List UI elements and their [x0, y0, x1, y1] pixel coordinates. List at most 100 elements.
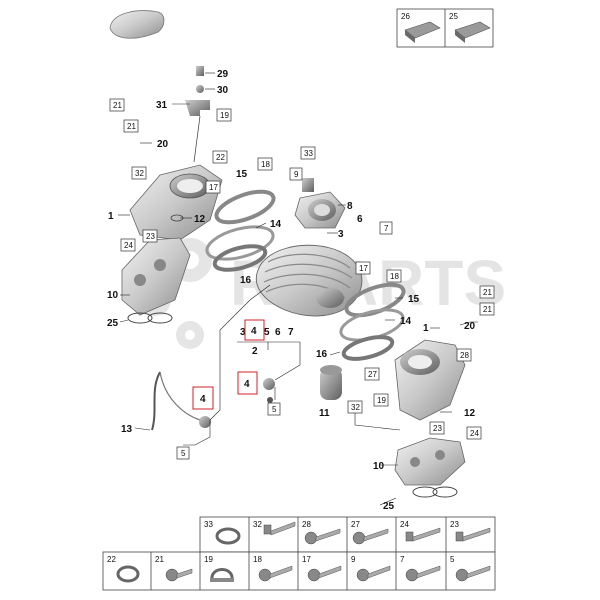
legend-label-21: 21 [155, 555, 164, 564]
flange-bolt-icon [307, 565, 342, 582]
highlighted-labels: 4 4 4 [192, 319, 265, 410]
callout-31: 31 [156, 100, 168, 111]
screw-icon [405, 565, 441, 582]
box-label-7: 7 [384, 224, 389, 233]
bolt-icon [455, 527, 491, 542]
lower-flange-left [121, 237, 191, 324]
box-label-19: 19 [220, 111, 229, 120]
clamp-rings-left [205, 189, 276, 272]
flange-bolt-icon [304, 528, 341, 545]
box-label-18: 18 [261, 160, 270, 169]
box-label-19: 19 [377, 396, 386, 405]
bolt-icon [405, 527, 441, 542]
torx-bolt-icon [455, 565, 491, 582]
callout-14: 14 [400, 316, 412, 327]
callout-30: 30 [217, 85, 229, 96]
callout-6: 6 [357, 214, 363, 225]
callouts: 29 30 31 20 1 12 15 14 16 10 25 8 3 6 15… [107, 69, 476, 512]
legend-label-9: 9 [351, 555, 356, 564]
legend-label-33: 33 [204, 520, 213, 529]
callout-29: 29 [217, 69, 229, 80]
legend-label-32: 32 [253, 520, 262, 529]
box-label-27: 27 [368, 370, 377, 379]
legend-label-25: 25 [449, 12, 458, 21]
box-label-28: 28 [460, 351, 469, 360]
callout-25: 25 [107, 318, 119, 329]
clamp-rings-right [339, 282, 406, 361]
callout-6: 6 [275, 327, 281, 338]
pressure-sensor-part [185, 66, 210, 163]
box-label-17: 17 [359, 264, 368, 273]
callout-5: 5 [264, 327, 270, 338]
intake-plenum-part [256, 244, 363, 317]
highlight-label-4: 4 [244, 379, 250, 390]
callout-3: 3 [338, 229, 344, 240]
legend-label-27: 27 [351, 520, 360, 529]
box-label-18: 18 [390, 272, 399, 281]
legend-bottom: 33 32 28 27 24 23 22 21 19 18 17 9 7 5 [102, 516, 496, 591]
hose-clamp-icon [215, 527, 241, 545]
box-label-33: 33 [304, 149, 313, 158]
sensor-cable-part [151, 371, 275, 431]
callout-10: 10 [373, 461, 385, 472]
box-label-17: 17 [209, 183, 218, 192]
box-label-22: 22 [216, 153, 225, 162]
clamp-icon [116, 565, 140, 583]
legend-top: 26 25 [396, 8, 494, 48]
throttle-body-part [294, 178, 346, 229]
legend-label-5: 5 [450, 555, 455, 564]
callout-20: 20 [464, 321, 476, 332]
box-label-21: 21 [483, 288, 492, 297]
callout-13: 13 [121, 424, 133, 435]
short-bolt-icon [165, 568, 193, 582]
intake-manifold-right [394, 339, 466, 421]
box-label-5: 5 [272, 405, 277, 414]
box-label-21: 21 [127, 122, 136, 131]
legend-label-26: 26 [401, 12, 410, 21]
legend-label-24: 24 [400, 520, 409, 529]
bolt-icon [263, 521, 296, 536]
highlight-label-4: 4 [251, 326, 257, 337]
sealant-tube-icon [454, 21, 491, 43]
sealant-tube-icon [404, 21, 441, 43]
legend-label-23: 23 [450, 520, 459, 529]
box-label-24: 24 [470, 429, 479, 438]
callout-15: 15 [236, 169, 248, 180]
callout-2: 2 [252, 346, 258, 357]
flange-bolt-icon [356, 565, 391, 582]
callout-1: 1 [423, 323, 429, 334]
legend-label-22: 22 [107, 555, 116, 564]
boxed-label-texts: 21 21 19 22 32 17 18 24 23 33 9 7 17 18 … [113, 101, 492, 458]
callout-16: 16 [316, 349, 328, 360]
legend-label-19: 19 [204, 555, 213, 564]
callout-25: 25 [383, 501, 395, 512]
legend-label-18: 18 [253, 555, 262, 564]
callout-7: 7 [288, 327, 294, 338]
callout-16: 16 [240, 275, 252, 286]
callout-10: 10 [107, 290, 119, 301]
legend-label-17: 17 [302, 555, 311, 564]
callout-8: 8 [347, 201, 353, 212]
callout-14: 14 [270, 219, 282, 230]
highlight-label-4: 4 [200, 394, 206, 405]
callout-1: 1 [108, 211, 114, 222]
intake-manifold-left [129, 164, 223, 241]
callout-12: 12 [464, 408, 476, 419]
flange-bolt-icon [352, 528, 389, 545]
box-label-21: 21 [483, 305, 492, 314]
box-label-23: 23 [146, 232, 155, 241]
callout-11: 11 [319, 408, 330, 419]
box-label-32: 32 [135, 169, 144, 178]
legend-label-7: 7 [400, 555, 405, 564]
callout-3: 3 [240, 327, 246, 338]
box-label-21: 21 [113, 101, 122, 110]
callout-15: 15 [408, 294, 420, 305]
clip-icon [210, 568, 234, 582]
cover-part [109, 10, 165, 39]
box-label-23: 23 [433, 424, 442, 433]
leader-lines [118, 72, 478, 506]
box-label-32: 32 [351, 403, 360, 412]
box-label-9: 9 [294, 170, 299, 179]
